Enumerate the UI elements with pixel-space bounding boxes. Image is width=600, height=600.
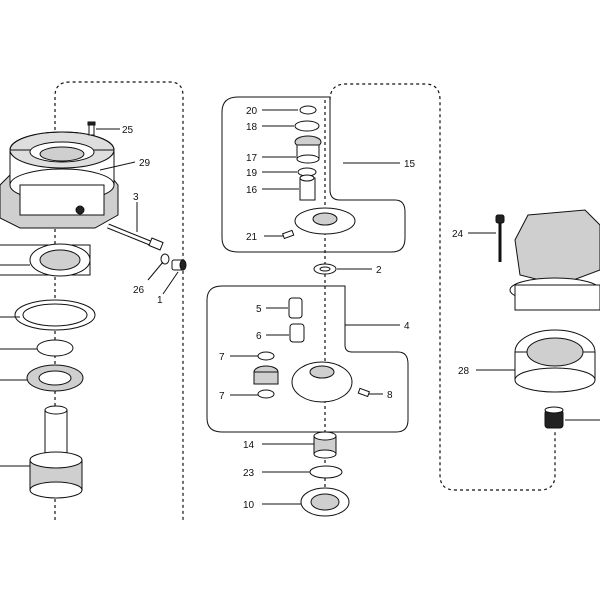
carrier-group-4 — [291, 361, 353, 403]
ring-part-7-upper — [257, 351, 275, 361]
callout-7-lower: 7 — [219, 391, 225, 402]
gear-part-right — [544, 406, 564, 429]
callout-16: 16 — [246, 185, 258, 196]
gear-group-4 — [253, 365, 279, 385]
callout-14: 14 — [243, 440, 255, 451]
ring-part-7-lower — [257, 389, 275, 399]
ring-gear-part-28 — [514, 329, 596, 393]
leader-26 — [147, 261, 164, 281]
callout-4: 4 — [404, 321, 410, 332]
group-15-outline — [221, 96, 406, 253]
callout-3: 3 — [133, 192, 139, 203]
pin-part-21 — [281, 229, 295, 240]
callout-28: 28 — [458, 366, 470, 377]
callout-7-upper: 7 — [219, 352, 225, 363]
pin-part-8 — [357, 387, 371, 398]
callout-18: 18 — [246, 122, 258, 133]
seal-ring-large-left — [14, 299, 96, 331]
ring-part-26 — [160, 253, 170, 265]
plug-part-1 — [171, 259, 187, 271]
carrier-group-15 — [294, 207, 356, 235]
callout-6: 6 — [256, 331, 262, 342]
callout-1: 1 — [157, 295, 163, 306]
washer-part-2 — [313, 263, 337, 275]
callout-15: 15 — [404, 159, 416, 170]
callout-19: 19 — [246, 168, 258, 179]
callout-8: 8 — [387, 390, 393, 401]
o-ring-left — [36, 339, 74, 357]
gear-part-17 — [294, 135, 322, 164]
callout-10: 10 — [243, 500, 255, 511]
leader-1 — [162, 271, 179, 295]
callout-23: 23 — [243, 468, 255, 479]
ring-part-23 — [309, 465, 343, 479]
sleeve-part-16 — [299, 174, 316, 201]
bearing-part-10 — [300, 487, 350, 517]
callout-26: 26 — [133, 285, 145, 296]
callout-25: 25 — [122, 125, 134, 136]
callout-21: 21 — [246, 232, 258, 243]
ring-part-20 — [299, 105, 317, 115]
oil-seal-left — [26, 364, 84, 392]
bearing-left — [0, 243, 91, 277]
sun-gear-part-14 — [313, 431, 337, 459]
pinion-shaft-left — [29, 405, 83, 499]
callout-29: 29 — [139, 158, 151, 169]
group-4-outline — [206, 285, 409, 433]
callout-20: 20 — [246, 106, 258, 117]
pin-part-3 — [107, 223, 164, 251]
leader-29 — [99, 161, 136, 171]
screw-part-25 — [87, 121, 96, 136]
sleeve-part-5 — [288, 297, 303, 319]
motor-assembly — [509, 209, 600, 311]
callout-2: 2 — [376, 265, 382, 276]
right-group-outline — [329, 83, 556, 491]
washer-part-18 — [294, 120, 320, 132]
callout-24: 24 — [452, 229, 464, 240]
sleeve-part-6 — [289, 323, 305, 343]
callout-5: 5 — [256, 304, 262, 315]
callout-17: 17 — [246, 153, 258, 164]
bolt-part-24 — [495, 214, 505, 262]
housing-part-29 — [0, 131, 119, 229]
